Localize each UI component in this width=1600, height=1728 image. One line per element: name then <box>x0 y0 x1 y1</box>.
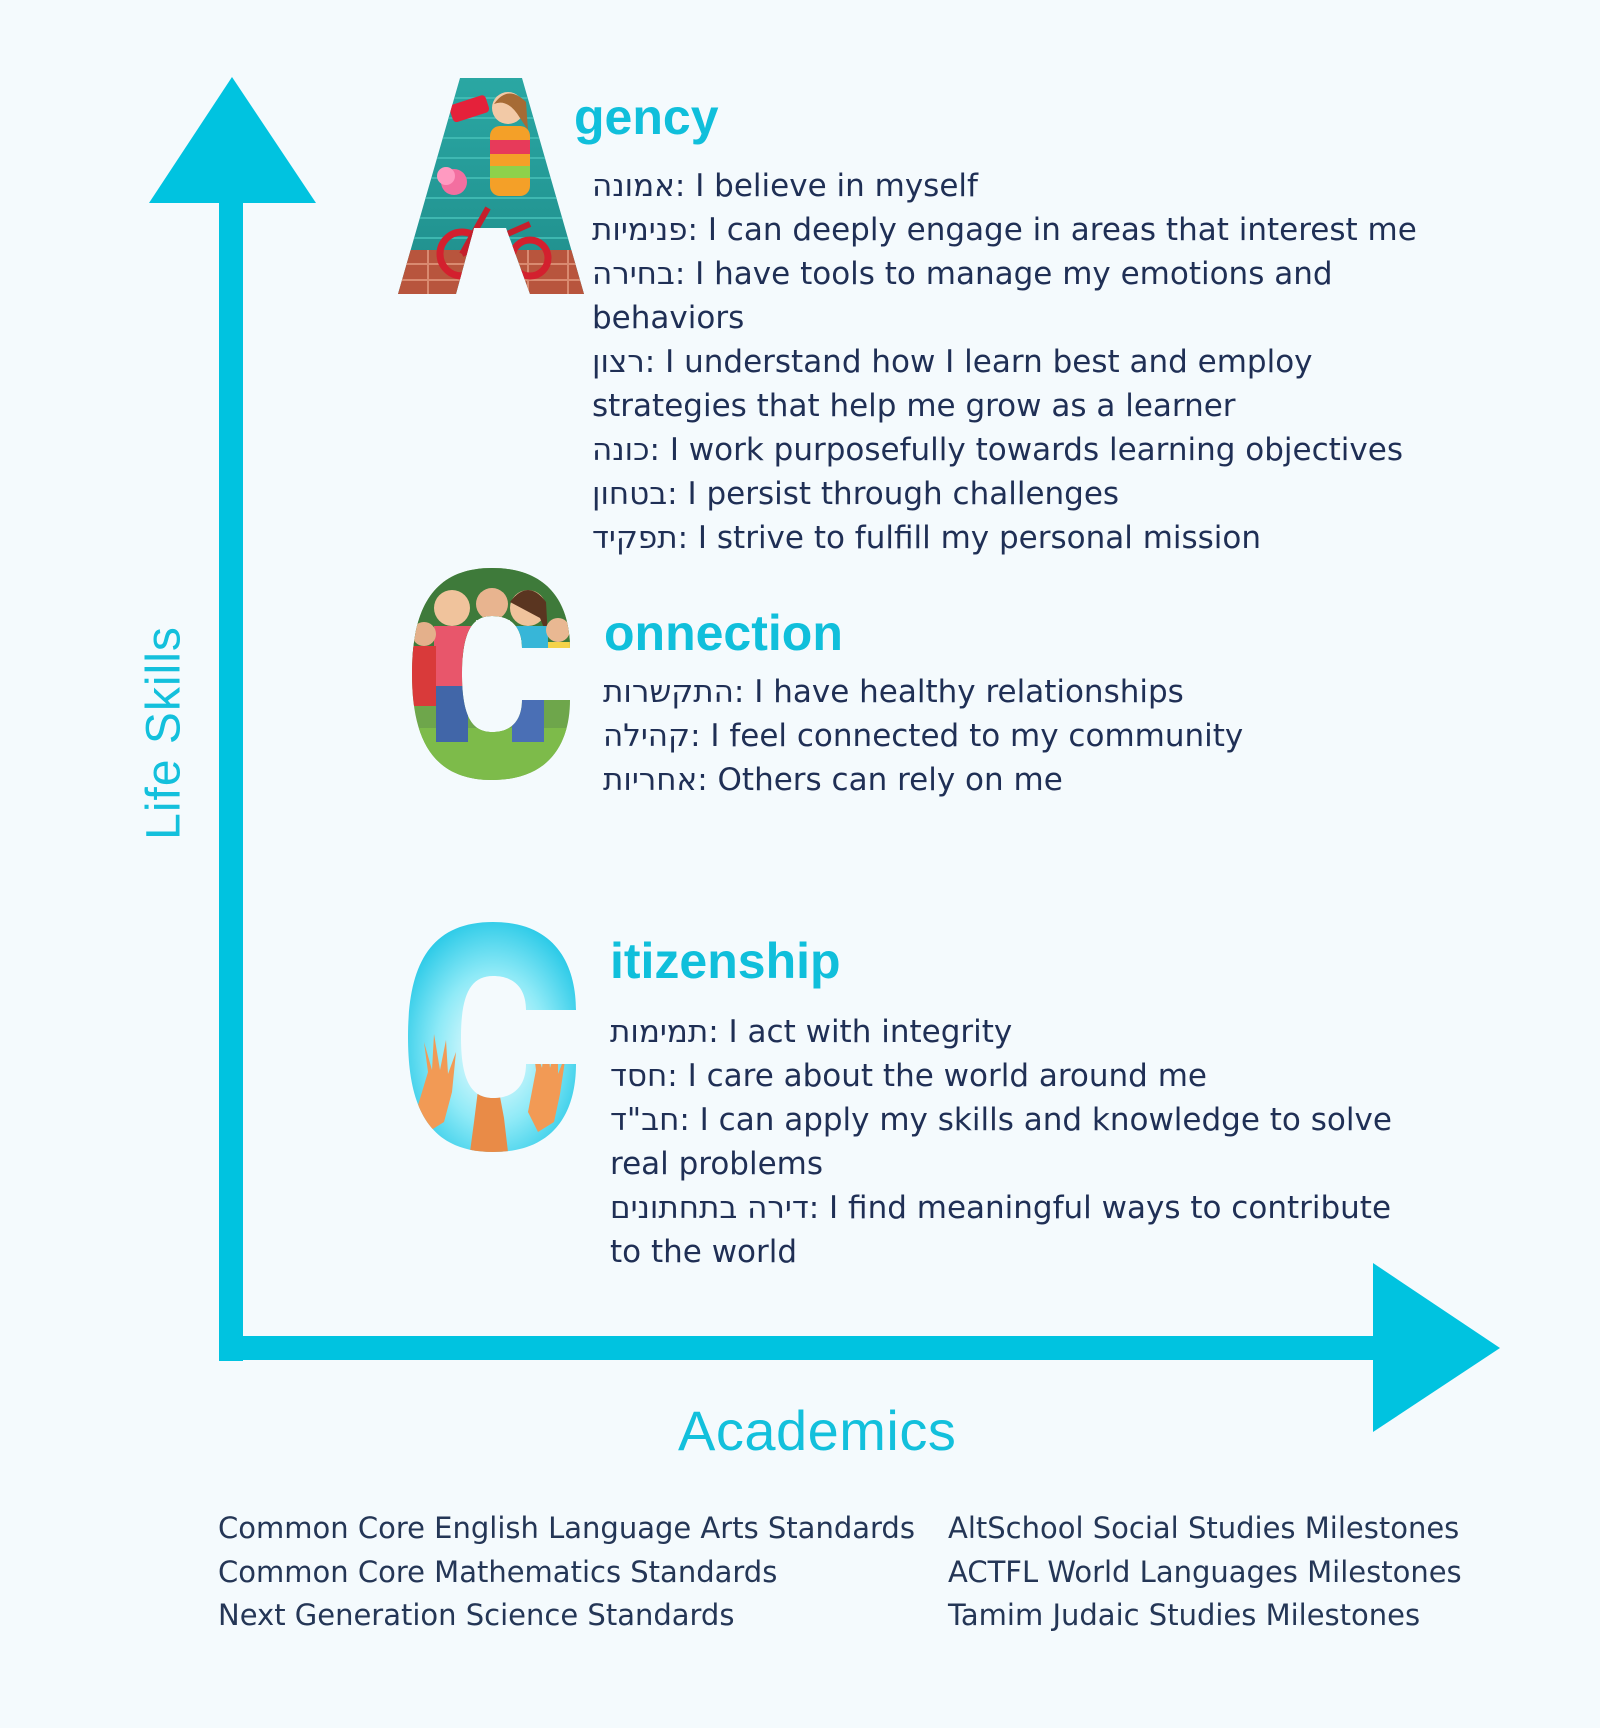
hebrew-term: חסד <box>610 1058 668 1094</box>
item-text: : I act with integrity <box>708 1014 1013 1050</box>
standard-item: Common Core English Language Arts Standa… <box>218 1511 915 1545</box>
hebrew-term: דירה בתחתונים <box>610 1190 809 1226</box>
standard-item: Tamim Judaic Studies Milestones <box>948 1598 1421 1632</box>
hebrew-term: התקשרות <box>603 674 734 710</box>
hebrew-term: אחריות <box>603 762 698 798</box>
agency-items: אמונה: I believe in myself פנימיות: I ca… <box>592 164 1452 560</box>
item-text: : I care about the world around me <box>667 1058 1207 1094</box>
item-text: : I can deeply engage in areas that inte… <box>687 212 1417 248</box>
agency-item: בטחון: I persist through challenges <box>592 472 1452 516</box>
item-text: : I can apply my skills and knowledge to… <box>610 1102 1392 1182</box>
item-text: : I understand how I learn best and empl… <box>592 344 1313 424</box>
connection-items: התקשרות: I have healthy relationships קה… <box>603 670 1463 802</box>
connection-item: התקשרות: I have healthy relationships <box>603 670 1463 714</box>
y-axis-label: Life Skills <box>137 626 191 840</box>
standard-item: ACTFL World Languages Milestones <box>948 1554 1462 1589</box>
hebrew-term: בטחון <box>592 476 668 512</box>
citizenship-item: תמימות: I act with integrity <box>610 1010 1410 1054</box>
connection-title: onnection <box>604 605 843 661</box>
item-text: : I believe in myself <box>674 168 978 204</box>
citizenship-items: תמימות: I act with integrity חסד: I care… <box>610 1010 1410 1274</box>
standards-right-column: AltSchool Social Studies Milestones ACTF… <box>948 1507 1462 1638</box>
hebrew-term: רצון <box>592 344 645 380</box>
y-axis-arrowhead <box>149 77 316 203</box>
hebrew-term: חב"ד <box>610 1102 680 1138</box>
agency-item: בחירה: I have tools to manage my emotion… <box>592 252 1452 340</box>
item-text: : I have tools to manage my emotions and… <box>592 256 1333 336</box>
hebrew-term: תמימות <box>610 1014 709 1050</box>
hebrew-term: תפקיד <box>592 520 678 556</box>
citizenship-item: דירה בתחתונים: I find meaningful ways to… <box>610 1186 1410 1274</box>
item-text: : I work purposefully towards learning o… <box>649 432 1403 468</box>
x-axis-label: Academics <box>678 1399 957 1462</box>
item-text: : I feel connected to my community <box>690 718 1244 754</box>
item-text: : I persist through challenges <box>667 476 1120 512</box>
hebrew-term: אמונה <box>592 168 675 204</box>
agency-title: gency <box>574 89 719 145</box>
item-text: : I find meaningful ways to contribute t… <box>610 1190 1392 1270</box>
item-text: : I strive to fulfill my personal missio… <box>677 520 1262 556</box>
letter-c-connection-photo <box>412 568 570 780</box>
hebrew-term: בחירה <box>592 256 675 292</box>
agency-item: תפקיד: I strive to fulfill my personal m… <box>592 516 1452 560</box>
letter-a-photo <box>398 78 584 294</box>
connection-item: קהילה: I feel connected to my community <box>603 714 1463 758</box>
connection-item: אחריות: Others can rely on me <box>603 758 1463 802</box>
hebrew-term: קהילה <box>603 718 691 754</box>
hebrew-term: פנימיות <box>592 212 688 248</box>
hebrew-term: כונה <box>592 432 650 468</box>
agency-item: פנימיות: I can deeply engage in areas th… <box>592 208 1452 252</box>
standards-left-column: Common Core English Language Arts Standa… <box>218 1507 915 1638</box>
letter-c-citizenship-photo <box>408 922 576 1152</box>
item-text: : Others can rely on me <box>697 762 1063 798</box>
x-axis-arrowhead <box>1373 1263 1500 1432</box>
y-axis-line <box>219 195 243 1361</box>
item-text: : I have healthy relationships <box>733 674 1184 710</box>
citizenship-title: itizenship <box>610 933 841 989</box>
standard-item: Next Generation Science Standards <box>218 1598 735 1632</box>
citizenship-item: חסד: I care about the world around me <box>610 1054 1410 1098</box>
standard-item: Common Core Mathematics Standards <box>218 1554 778 1589</box>
agency-item: כונה: I work purposefully towards learni… <box>592 428 1452 472</box>
x-axis-line <box>219 1336 1384 1360</box>
standard-item: AltSchool Social Studies Milestones <box>948 1511 1460 1545</box>
agency-item: רצון: I understand how I learn best and … <box>592 340 1452 428</box>
citizenship-item: חב"ד: I can apply my skills and knowledg… <box>610 1098 1410 1186</box>
agency-item: אמונה: I believe in myself <box>592 164 1452 208</box>
